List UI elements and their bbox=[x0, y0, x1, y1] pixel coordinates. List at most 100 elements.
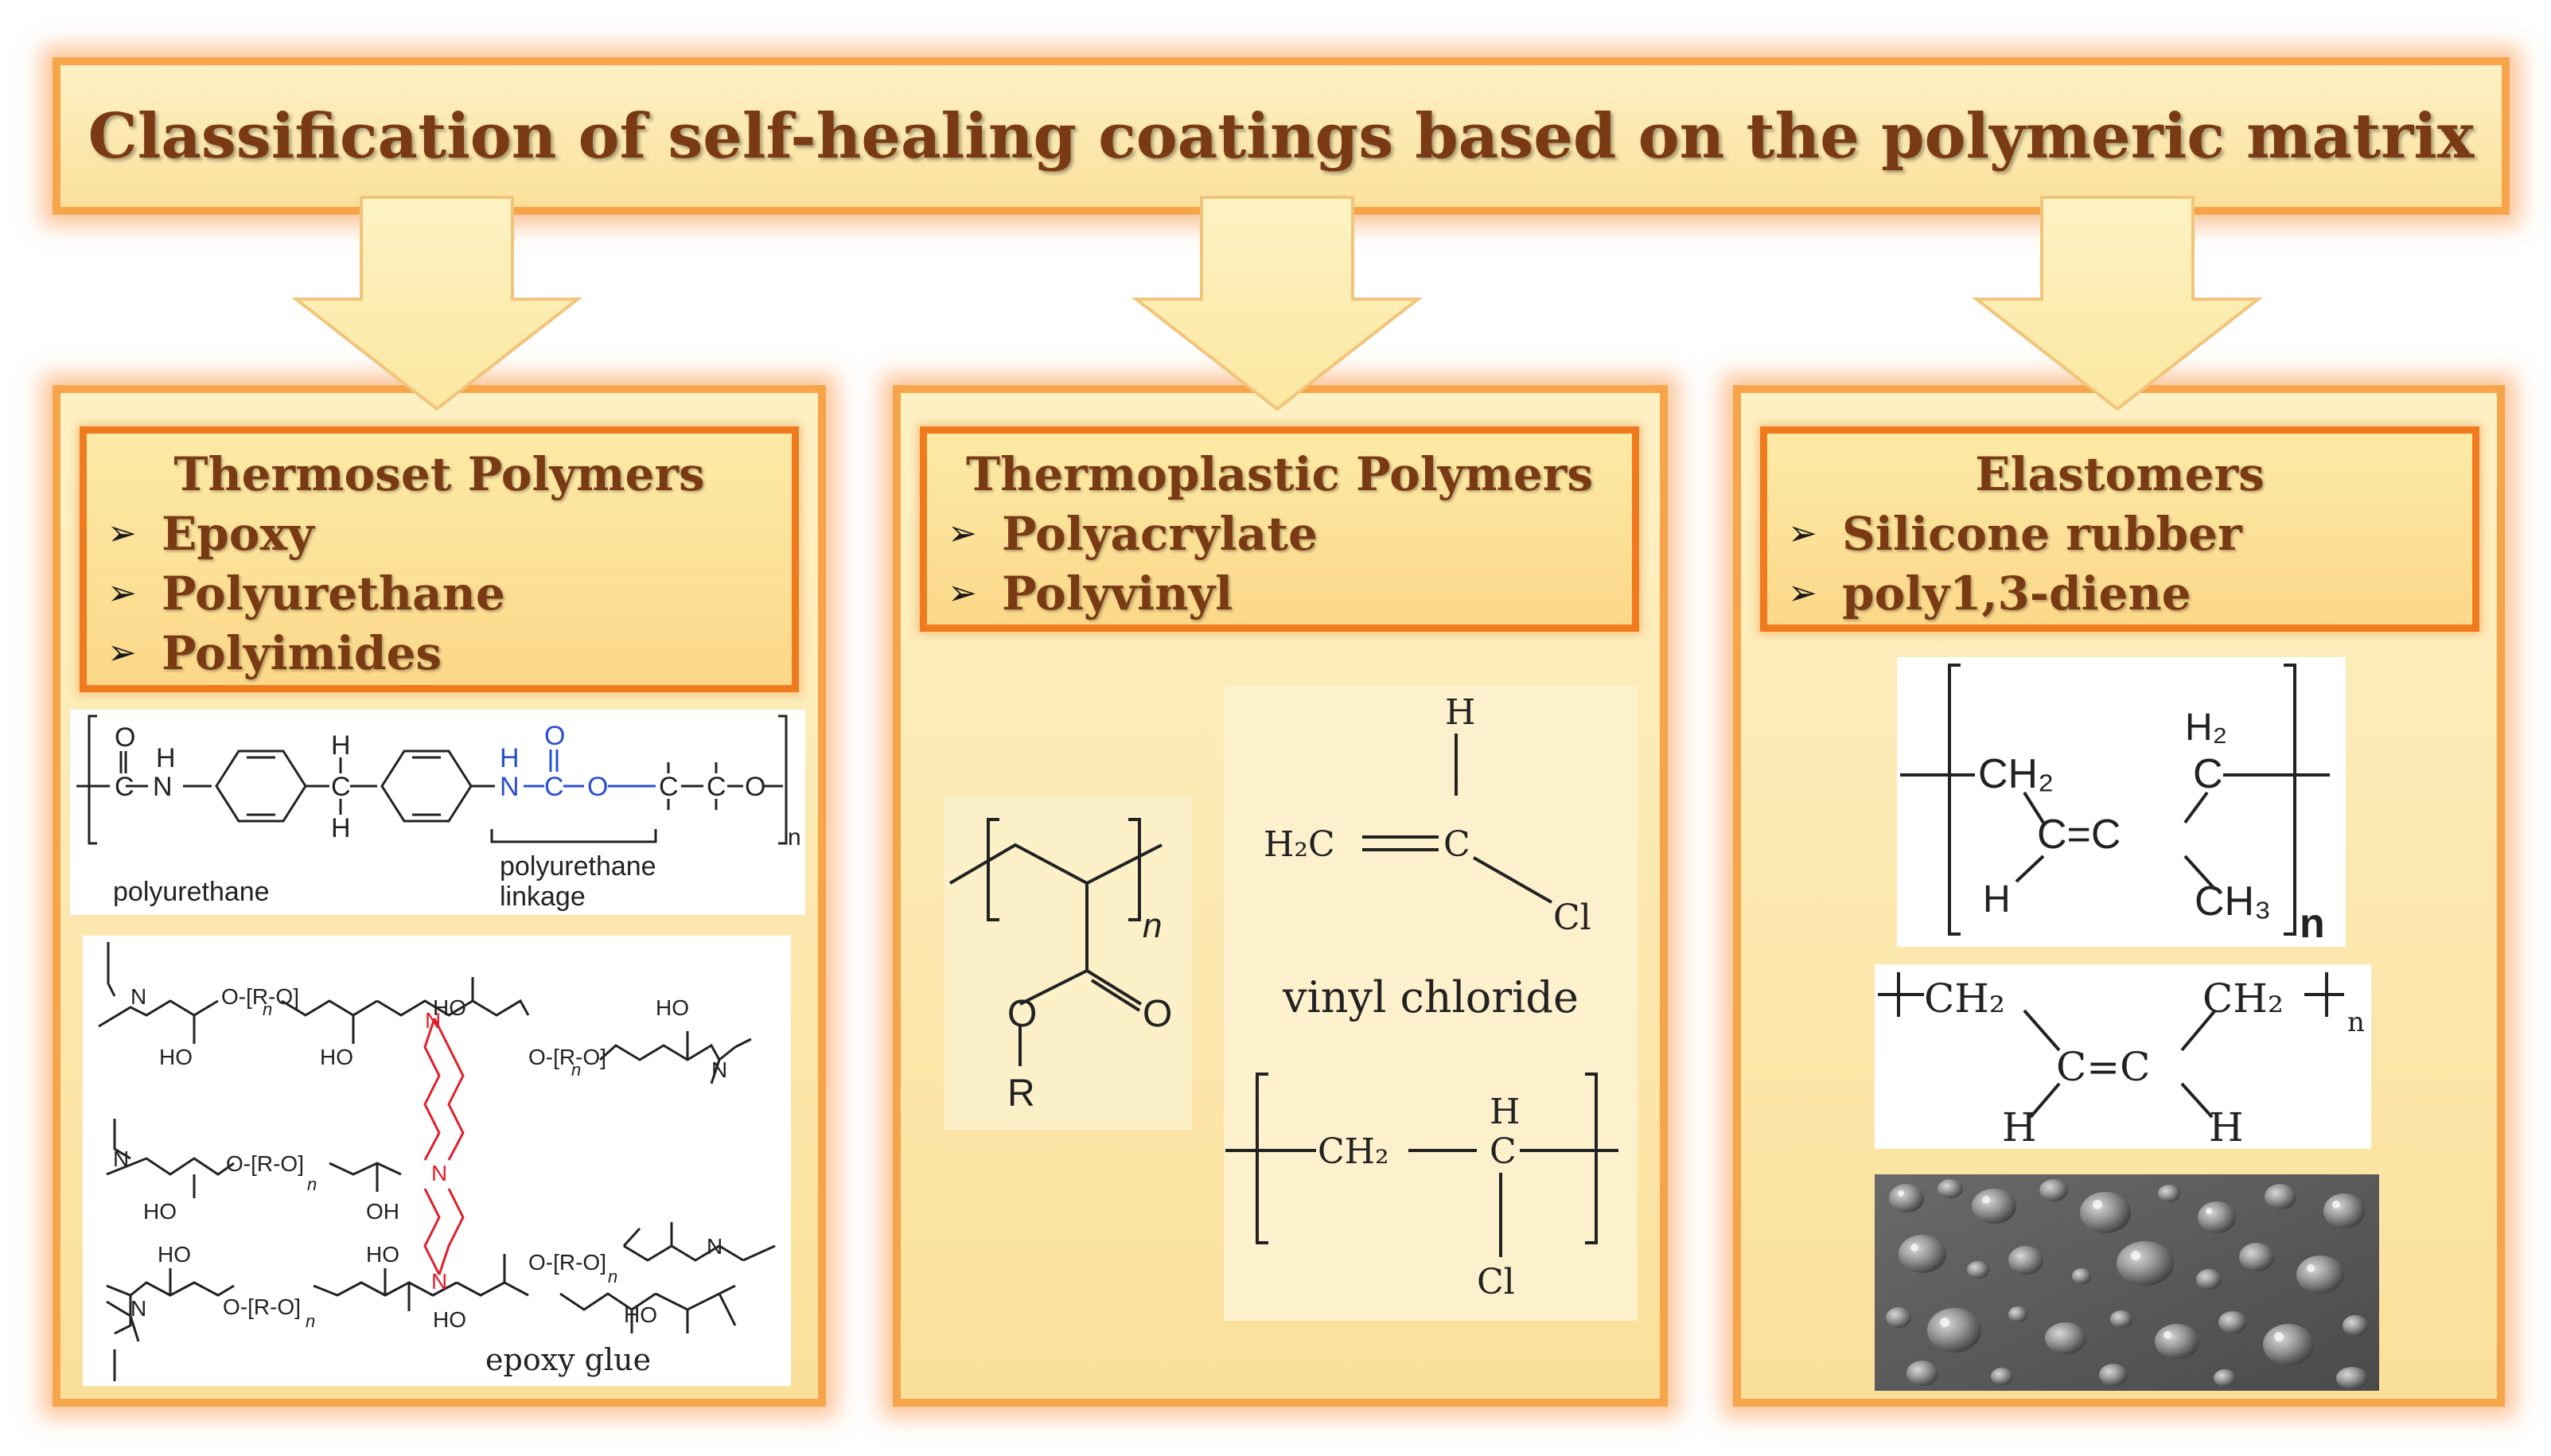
ch2-label: CH₂ bbox=[1978, 751, 2054, 797]
subscript-n-label: n bbox=[608, 1267, 617, 1287]
h2c-label: H₂C bbox=[1264, 824, 1335, 865]
subscript-n-label: n bbox=[306, 1311, 315, 1331]
carbon-atom-label: C bbox=[544, 772, 564, 802]
list-item: ➢ Polyacrylate bbox=[948, 504, 1611, 563]
hydroxyl-label: HO bbox=[159, 1045, 193, 1069]
carbon-atom-label: C bbox=[331, 772, 351, 802]
category-heading: Elastomers bbox=[1975, 447, 2265, 501]
oxygen-atom-label: O bbox=[745, 772, 765, 802]
vinyl-chloride-caption: vinyl chloride bbox=[1282, 972, 1579, 1022]
chlorine-atom-label: Cl bbox=[1477, 1262, 1515, 1302]
hydroxyl-label: HO bbox=[143, 1199, 177, 1224]
ch2-label: CH₂ bbox=[1318, 1131, 1389, 1172]
polyacrylate-structure: n O O R bbox=[944, 796, 1192, 1130]
hydrogen-atom-label: H bbox=[2002, 1104, 2037, 1149]
oxygen-atom-label: O bbox=[587, 772, 608, 802]
nitrogen-atom-label: N bbox=[130, 984, 146, 1009]
vinyl-chloride-diagram: H H₂C C Cl vinyl chloride bbox=[1264, 692, 1591, 1022]
ch2-right-label: CH₂ bbox=[2202, 975, 2284, 1022]
polyurethane-caption: polyurethane bbox=[113, 877, 270, 907]
hydrogen-atom-label: H bbox=[1490, 1092, 1520, 1132]
category-box-elastomers: Elastomers ➢Silicone rubber ➢poly1,3-die… bbox=[1760, 426, 2479, 632]
down-arrow-icon bbox=[1972, 196, 2263, 411]
ror-repeat-label: O-[R-O] bbox=[223, 1294, 301, 1319]
category-box-thermoset: Thermoset Polymers ➢Epoxy ➢Polyurethane … bbox=[80, 426, 799, 692]
ror-repeat-label: O-[R-O] bbox=[528, 1250, 606, 1275]
c-double-c-label: C=C bbox=[2056, 1044, 2150, 1090]
hydrogen-atom-label: H bbox=[331, 730, 351, 761]
arrowhead-bullet-icon: ➢ bbox=[107, 573, 137, 613]
polyurethane-diagram: O C N H H C H H N O C O C C O n polyuret… bbox=[76, 714, 801, 912]
hydroxyl-label: HO bbox=[158, 1242, 191, 1267]
list-item: ➢ Polyimides bbox=[107, 623, 771, 683]
title-banner: Classification of self-healing coatings … bbox=[53, 57, 2510, 215]
carbon-atom-label: C bbox=[115, 772, 134, 802]
category-box-thermoplastic: Thermoplastic Polymers ➢ Polyacrylate ➢Po… bbox=[920, 426, 1639, 632]
carbon-atom-label: C bbox=[707, 772, 726, 802]
c-double-c-label: C=C bbox=[2037, 812, 2121, 858]
hydroxyl-label: HO bbox=[656, 995, 689, 1020]
epoxy-glue-structure: N O-[R-O] n HO HO HO N O-[R-O] n HO N N … bbox=[83, 936, 791, 1386]
hydrogen-atom-label: H bbox=[156, 743, 176, 773]
arrowhead-bullet-icon: ➢ bbox=[948, 573, 977, 613]
carbon-atom-label: C bbox=[1490, 1131, 1517, 1172]
polybutadiene-diagram: CH₂ CH₂ n C=C H H bbox=[1878, 972, 2365, 1149]
ror-repeat-label: O-[R-O] bbox=[528, 1045, 606, 1069]
hydroxyl-label: HO bbox=[320, 1045, 353, 1069]
polybutadiene-structure: CH₂ CH₂ n C=C H H bbox=[1875, 964, 2371, 1149]
list-item-label: Polyimides bbox=[162, 625, 442, 680]
subscript-n-label: n bbox=[2347, 1006, 2365, 1038]
ror-repeat-label: O-[R-O] bbox=[226, 1151, 304, 1176]
vinyl-chloride-structure: H H₂C C Cl vinyl chloride bbox=[1224, 686, 1638, 1060]
nitrogen-atom-label: N bbox=[500, 772, 520, 802]
linkage-caption-line1: polyurethane bbox=[500, 851, 656, 882]
nitrogen-atom-label: N bbox=[153, 772, 173, 802]
list-item-label: Polyacrylate bbox=[1002, 506, 1318, 561]
polyurethane-structure: O C N H H C H H N O C O C C O n polyuret… bbox=[70, 710, 805, 915]
ch2-left-label: CH₂ bbox=[1924, 975, 2005, 1022]
pvc-structure: CH₂ H C Cl bbox=[1224, 1058, 1638, 1321]
pvc-diagram: CH₂ H C Cl bbox=[1225, 1073, 1618, 1302]
subscript-n-label: n bbox=[788, 824, 801, 851]
category-heading: Thermoplastic Polymers bbox=[966, 447, 1593, 501]
down-arrow-icon bbox=[1131, 196, 1423, 411]
ror-repeat-label: O-[R-O] bbox=[221, 984, 299, 1009]
nitrogen-atom-label: N bbox=[707, 1234, 722, 1259]
list-item: ➢Polyvinyl bbox=[948, 563, 1611, 623]
subscript-n-label: n bbox=[2300, 901, 2325, 947]
epoxy-caption: epoxy glue bbox=[485, 1342, 651, 1377]
subscript-n-label: n bbox=[571, 1060, 581, 1080]
category-list: ➢ Polyacrylate ➢Polyvinyl bbox=[948, 504, 1611, 623]
polyisoprene-diagram: H₂ C CH₂ C=C H CH₃ n bbox=[1900, 664, 2330, 947]
category-list: ➢Epoxy ➢Polyurethane ➢Polyimides bbox=[107, 504, 771, 683]
h2-label: H₂ bbox=[2185, 707, 2227, 749]
category-list: ➢Silicone rubber ➢poly1,3-diene bbox=[1788, 504, 2452, 623]
oxygen-atom-label: O bbox=[115, 722, 135, 753]
list-item-label: Epoxy bbox=[162, 506, 314, 561]
arrowhead-bullet-icon: ➢ bbox=[948, 513, 977, 554]
droplets-image bbox=[1875, 1174, 2379, 1391]
subscript-n-label: n bbox=[1143, 906, 1162, 945]
arrowhead-bullet-icon: ➢ bbox=[107, 513, 137, 554]
ch3-label: CH₃ bbox=[2195, 878, 2271, 925]
diagram-title: Classification of self-healing coatings … bbox=[88, 99, 2475, 173]
oxygen-atom-label: O bbox=[544, 721, 565, 751]
list-item: ➢Silicone rubber bbox=[1788, 504, 2452, 563]
hydrogen-atom-label: H bbox=[500, 743, 520, 773]
list-item-label: poly1,3-diene bbox=[1842, 566, 2191, 621]
silicone-droplets-photo bbox=[1875, 1174, 2379, 1391]
carbon-atom-label: C bbox=[659, 772, 679, 802]
subscript-n-label: n bbox=[307, 1174, 317, 1194]
nitrogen-atom-label: N bbox=[431, 1161, 447, 1185]
hydroxyl-label: HO bbox=[366, 1242, 399, 1267]
nitrogen-atom-label: N bbox=[431, 1269, 447, 1294]
hydrogen-atom-label: H bbox=[1445, 692, 1475, 733]
carbon-atom-label: C bbox=[2193, 751, 2223, 797]
hydroxyl-label: OH bbox=[366, 1199, 399, 1224]
nitrogen-atom-label: N bbox=[130, 1296, 146, 1321]
oxygen-atom-label: O bbox=[1143, 993, 1172, 1035]
polyacrylate-diagram: n O O R bbox=[948, 818, 1172, 1115]
list-item-label: Silicone rubber bbox=[1842, 506, 2242, 561]
subscript-n-label: n bbox=[263, 999, 272, 1019]
arrowhead-bullet-icon: ➢ bbox=[107, 633, 137, 673]
